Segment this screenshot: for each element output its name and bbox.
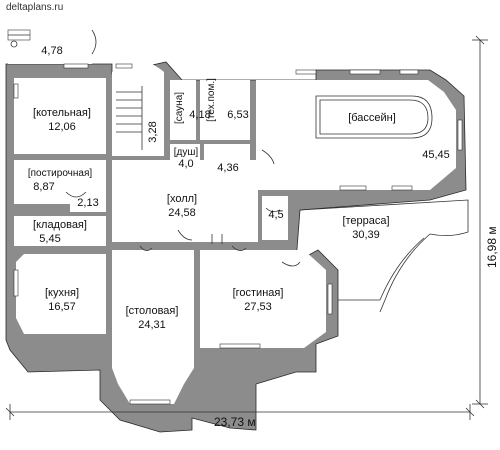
room-corridor bbox=[146, 90, 164, 154]
room-tech bbox=[200, 80, 250, 140]
boiler-label: [котельная] bbox=[33, 107, 91, 119]
living-label: [гостиная] bbox=[233, 287, 284, 299]
stairs bbox=[116, 86, 143, 150]
doors bbox=[65, 29, 301, 267]
rooms bbox=[8, 26, 456, 404]
width-dimension: 23,73 м bbox=[214, 415, 256, 429]
terrace-label: [терраса] bbox=[342, 215, 389, 227]
dining-area: 24,31 bbox=[138, 319, 166, 331]
sauna-label: [сауна] bbox=[174, 92, 185, 124]
site-label: deltaplans.ru bbox=[6, 2, 63, 13]
porch-steps bbox=[7, 29, 31, 41]
pantry-area: 5,45 bbox=[39, 233, 60, 245]
shower-area: 4,0 bbox=[178, 158, 193, 170]
pool-area: 45,45 bbox=[422, 149, 450, 161]
room-closet bbox=[70, 192, 106, 212]
living-area: 27,53 bbox=[244, 301, 272, 313]
room-pantry bbox=[14, 216, 106, 246]
hall-area: 24,58 bbox=[168, 207, 196, 219]
laundry-area: 8,87 bbox=[33, 181, 54, 193]
room-shower bbox=[170, 144, 200, 172]
kitchen-area: 16,57 bbox=[48, 301, 76, 313]
room-living bbox=[200, 250, 326, 348]
terrace-area: 30,39 bbox=[352, 229, 380, 241]
sauna-area: 4,18 bbox=[189, 109, 210, 121]
room-anteroom bbox=[204, 144, 250, 176]
room-pool bbox=[256, 80, 456, 190]
room-labels: 4,78 [котельная] 12,06 [постирочная] 8,8… bbox=[28, 45, 450, 331]
terrace-outline bbox=[299, 199, 469, 313]
room-dining bbox=[112, 250, 194, 404]
room-kitchen bbox=[16, 254, 106, 334]
vestibule-area: 4,5 bbox=[268, 209, 283, 221]
pool-basin bbox=[315, 95, 433, 139]
dining-label: [столовая] bbox=[126, 305, 179, 317]
dimension-lines bbox=[5, 35, 488, 420]
room-sauna bbox=[170, 80, 196, 140]
corridor-area: 3,28 bbox=[147, 121, 159, 142]
tech-label: [тех.пом.] bbox=[206, 78, 217, 122]
pantry-label: [кладовая] bbox=[33, 219, 87, 231]
shower-label: [душ] bbox=[174, 147, 199, 158]
boiler-area: 12,06 bbox=[48, 121, 76, 133]
room-boiler bbox=[14, 78, 106, 154]
laundry-label: [постирочная] bbox=[28, 168, 93, 179]
room-vestibule bbox=[262, 196, 288, 240]
hall-label: [холл] bbox=[167, 193, 197, 205]
pool-label: [бассейн] bbox=[348, 112, 396, 124]
height-dimension: 16,98 м bbox=[485, 226, 499, 268]
kitchen-label: [кухня] bbox=[45, 287, 79, 299]
porch-area: 4,78 bbox=[41, 45, 62, 57]
closet-area: 2,13 bbox=[77, 197, 98, 209]
windows bbox=[13, 63, 463, 405]
anteroom-area: 4,36 bbox=[217, 162, 238, 174]
tech-area: 6,53 bbox=[227, 109, 248, 121]
